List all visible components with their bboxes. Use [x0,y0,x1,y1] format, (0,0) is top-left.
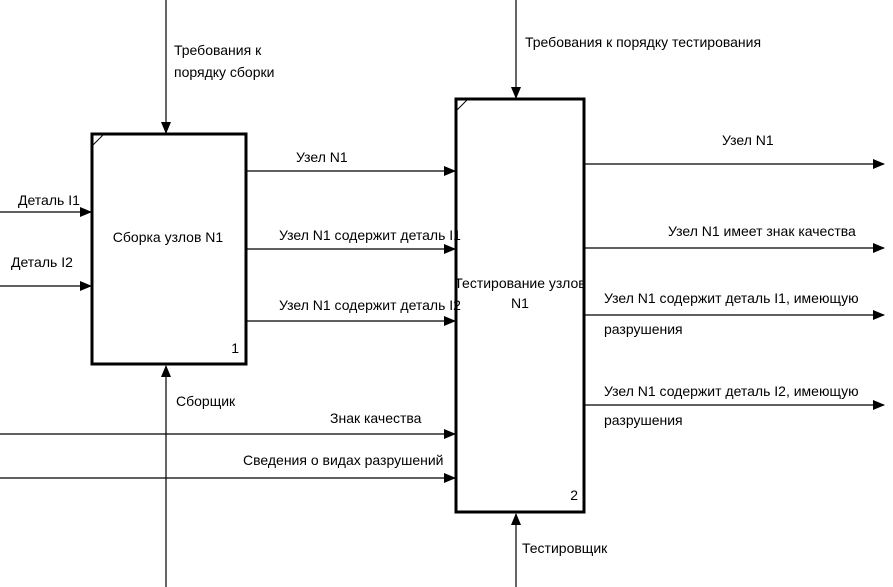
output-node-i2-damaged-label-line2: разрушения [604,412,683,428]
flow-node-i2-label: Узел N1 содержит деталь I2 [279,297,461,313]
mechanism-assembler-label: Сборщик [176,393,236,409]
flow-node-label: Узел N1 [296,149,348,165]
block-testing-corner [455,98,469,112]
input-part-i2[interactable]: Деталь I2 [0,254,92,291]
input-part-i2-label: Деталь I2 [11,254,73,270]
output-node[interactable]: Узел N1 [585,132,885,169]
block-testing-frame [454,97,586,514]
block-assembly-frame [90,132,248,366]
output-node-i1-damaged-label-line1: Узел N1 содержит деталь I1, имеющую [604,290,859,306]
block-assembly-number: 1 [231,340,239,356]
block-assembly-corner [91,133,105,147]
control-testing-label: Требования к порядку тестирования [525,34,761,50]
input-quality-mark-label: Знак качества [330,410,422,426]
input-failure-info-label: Сведения о видах разрушений [243,452,443,468]
block-testing-title-line2: N1 [511,295,529,311]
block-assembly-title: Сборка узлов N1 [113,229,224,245]
input-quality-mark[interactable]: Знак качества [0,410,456,439]
mechanism-tester-label: Тестировщик [522,540,608,556]
output-node-quality[interactable]: Узел N1 имеет знак качества [585,223,885,253]
input-part-i1-label: Деталь I1 [18,192,80,208]
flow-node-i1-label: Узел N1 содержит деталь I1 [279,227,461,243]
mechanism-tester[interactable]: Тестировщик [511,513,608,587]
control-assembly-label-line1: Требования к [174,42,262,58]
output-node-label: Узел N1 [722,132,774,148]
output-node-i1-damaged-label-line2: разрушения [604,321,683,337]
input-failure-info[interactable]: Сведения о видах разрушений [0,452,456,483]
block-assembly[interactable]: Сборка узлов N1 1 [90,132,248,366]
flow-node-i2[interactable]: Узел N1 содержит деталь I2 [247,297,461,326]
flow-node[interactable]: Узел N1 [247,149,456,176]
control-assembly-label-line2: порядку сборки [174,64,274,80]
control-testing-requirements[interactable]: Требования к порядку тестирования [511,0,761,99]
block-testing-title-line1: Тестирование узлов [454,275,585,291]
flow-node-i1[interactable]: Узел N1 содержит деталь I1 [247,227,461,254]
output-node-quality-label: Узел N1 имеет знак качества [668,223,856,239]
output-node-i1-damaged[interactable]: Узел N1 содержит деталь I1, имеющую разр… [585,290,885,337]
input-part-i1[interactable]: Деталь I1 [0,192,92,217]
block-testing-number: 2 [570,487,578,503]
output-node-i2-damaged[interactable]: Узел N1 содержит деталь I2, имеющую разр… [585,383,885,428]
control-assembly-requirements[interactable]: Требования к порядку сборки [161,0,274,134]
mechanism-assembler[interactable]: Сборщик [161,365,236,587]
output-node-i2-damaged-label-line1: Узел N1 содержит деталь I2, имеющую [604,383,859,399]
block-testing[interactable]: Тестирование узлов N1 2 [454,97,586,514]
